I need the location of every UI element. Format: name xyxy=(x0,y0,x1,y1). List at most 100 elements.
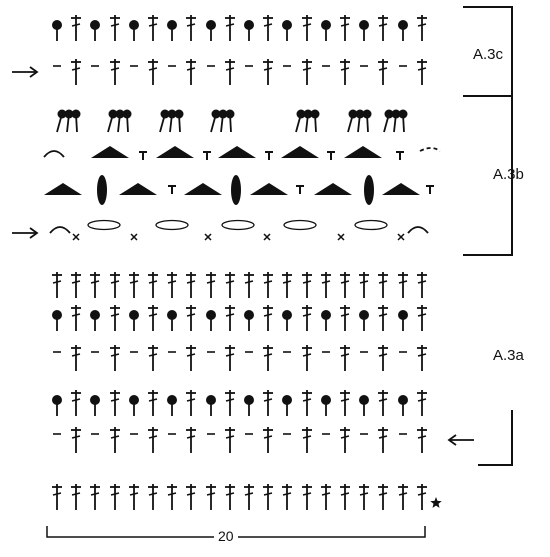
treble-symbol xyxy=(263,305,273,331)
treble-slash xyxy=(129,280,139,284)
section-label-a3a: A.3a xyxy=(493,347,524,364)
treble-symbol xyxy=(110,15,120,41)
treble-slash xyxy=(71,23,81,27)
treble-dot xyxy=(244,395,254,405)
dc-symbol xyxy=(396,151,404,160)
treble-symbol xyxy=(148,390,158,416)
cluster-dot xyxy=(348,109,358,119)
treble-slash xyxy=(417,23,427,27)
treble-symbol xyxy=(110,427,120,453)
treble-symbol xyxy=(71,345,81,371)
treble-slash xyxy=(321,280,331,284)
treble-slash xyxy=(302,23,312,27)
treble-dot xyxy=(167,310,177,320)
treble-symbol xyxy=(398,272,408,298)
treble-slash xyxy=(71,67,81,71)
section-label-a3b: A.3b xyxy=(493,166,524,183)
treble-slash xyxy=(378,67,388,71)
treble-slash xyxy=(302,492,312,496)
shell-triangle xyxy=(382,183,420,195)
chart-row xyxy=(52,15,427,41)
treble-dot xyxy=(321,20,331,30)
dot-treble-symbol xyxy=(244,310,254,331)
dot-treble-symbol xyxy=(282,395,292,416)
sc-symbol xyxy=(263,233,271,241)
treble-slash xyxy=(398,492,408,496)
treble-symbol xyxy=(378,272,388,298)
treble-slash xyxy=(378,435,388,439)
sc-stroke xyxy=(337,233,345,241)
treble-symbol xyxy=(225,59,235,85)
cluster-symbol xyxy=(56,109,81,133)
treble-symbol xyxy=(417,484,427,510)
treble-dot xyxy=(244,310,254,320)
treble-slash xyxy=(302,398,312,402)
treble-slash xyxy=(340,398,350,402)
sc-stroke xyxy=(130,233,138,241)
dc-symbol xyxy=(426,185,434,194)
treble-dot xyxy=(398,310,408,320)
treble-symbol xyxy=(359,484,369,510)
treble-symbol xyxy=(167,484,177,510)
cluster-dot xyxy=(310,109,320,119)
chain-arc xyxy=(43,150,65,158)
treble-symbol xyxy=(148,345,158,371)
treble-dot xyxy=(359,20,369,30)
treble-symbol xyxy=(186,305,196,331)
treble-symbol xyxy=(186,390,196,416)
cluster-dot xyxy=(218,109,228,119)
treble-symbol xyxy=(225,390,235,416)
treble-symbol xyxy=(417,345,427,371)
treble-slash xyxy=(148,280,158,284)
treble-slash xyxy=(359,280,369,284)
treble-symbol xyxy=(148,272,158,298)
treble-symbol xyxy=(110,484,120,510)
treble-slash xyxy=(71,398,81,402)
treble-slash xyxy=(321,492,331,496)
treble-slash xyxy=(186,398,196,402)
treble-symbol xyxy=(302,484,312,510)
dot-treble-symbol xyxy=(398,310,408,331)
dot-treble-symbol xyxy=(90,310,100,331)
treble-slash xyxy=(129,492,139,496)
treble-symbol xyxy=(378,390,388,416)
treble-dot xyxy=(321,310,331,320)
treble-slash xyxy=(417,67,427,71)
treble-symbol xyxy=(340,390,350,416)
treble-symbol xyxy=(321,484,331,510)
dot-treble-symbol xyxy=(398,20,408,41)
treble-slash xyxy=(71,280,81,284)
treble-slash xyxy=(186,23,196,27)
start-star-icon xyxy=(430,497,442,508)
chart-row xyxy=(56,109,408,133)
dot-treble-symbol xyxy=(129,395,139,416)
treble-symbol xyxy=(417,427,427,453)
chart-row xyxy=(53,345,427,371)
treble-symbol xyxy=(71,390,81,416)
dc-symbol xyxy=(296,185,304,194)
treble-dot xyxy=(52,310,62,320)
sc-symbol xyxy=(397,233,405,241)
dot-treble-symbol xyxy=(90,20,100,41)
treble-slash xyxy=(340,67,350,71)
dc-symbol xyxy=(327,151,335,160)
treble-dot xyxy=(167,395,177,405)
treble-symbol xyxy=(110,272,120,298)
treble-slash xyxy=(110,353,120,357)
treble-symbol xyxy=(148,305,158,331)
treble-symbol xyxy=(302,59,312,85)
chart-row xyxy=(53,59,427,85)
treble-slash xyxy=(167,280,177,284)
treble-symbol xyxy=(129,272,139,298)
treble-slash xyxy=(282,280,292,284)
treble-symbol xyxy=(398,484,408,510)
treble-slash xyxy=(417,353,427,357)
treble-symbol xyxy=(129,484,139,510)
treble-slash xyxy=(340,313,350,317)
treble-symbol xyxy=(148,427,158,453)
sc-stroke xyxy=(397,233,405,241)
treble-slash xyxy=(148,23,158,27)
chart-row xyxy=(52,305,427,331)
dot-treble-symbol xyxy=(52,395,62,416)
